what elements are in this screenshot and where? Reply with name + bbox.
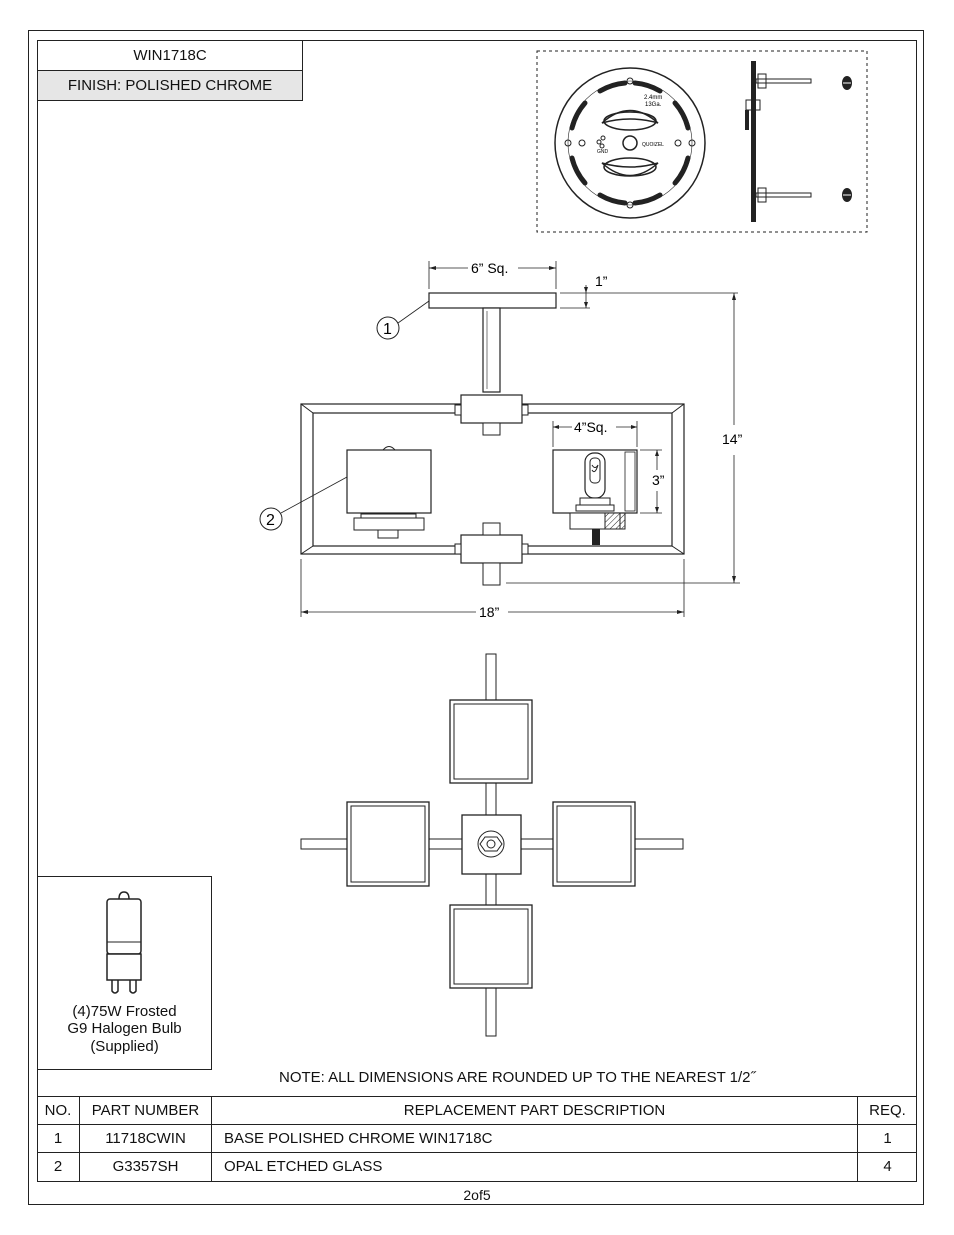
row-2-desc: OPAL ETCHED GLASS [224, 1158, 383, 1175]
dimension-note: NOTE: ALL DIMENSIONS ARE ROUNDED UP TO T… [279, 1069, 756, 1086]
model-label: WIN1718C [37, 40, 303, 71]
header-no: NO. [44, 1102, 72, 1119]
bulb-info-box [37, 876, 212, 1070]
stem [482, 307, 501, 393]
callout-1-text: 1 [383, 321, 392, 338]
finish-text: FINISH: POLISHED CHROME [67, 77, 273, 94]
row-1-req: 1 [883, 1130, 892, 1147]
callout-2-text: 2 [266, 512, 275, 529]
header-req: REQ. [869, 1102, 906, 1119]
halogen-bulb-cutaway-icon [575, 452, 615, 512]
bulb-line-1: (4)75W Frosted [72, 1003, 177, 1020]
left-glass-shade [346, 449, 432, 514]
g9-halogen-bulb-icon [106, 891, 142, 994]
plate-thickness-label: 2.4mm [644, 95, 662, 101]
plate-gauge-label: 13Ga. [645, 102, 662, 108]
canopy-height-dimension: 1” [595, 273, 608, 289]
row-1-no: 1 [53, 1130, 63, 1147]
canopy [428, 292, 557, 309]
header-part-number: PART NUMBER [91, 1102, 200, 1119]
bulb-line-2: G9 Halogen Bulb [67, 1020, 182, 1037]
row-2-req: 4 [883, 1158, 892, 1175]
crossbar-plate-icon: 2.4mm 13Ga. GND QUOIZEL [554, 67, 706, 219]
finish-label: FINISH: POLISHED CHROME [37, 70, 303, 101]
outer-frame [28, 30, 924, 1205]
plate-brand-label: QUOIZEL [642, 142, 664, 148]
overall-height-dimension: 14” [722, 431, 743, 447]
fixture-top-view-drawing [300, 653, 684, 1037]
row-2-no: 2 [53, 1158, 63, 1175]
canopy-width-dimension: 6” Sq. [471, 260, 508, 276]
overall-width-dimension: 18” [479, 604, 500, 620]
callout-2-marker [259, 507, 283, 531]
plate-side-view-icon [745, 61, 852, 222]
header-description: REPLACEMENT PART DESCRIPTION [403, 1102, 666, 1119]
bulb-line-3: (Supplied) [90, 1038, 159, 1055]
glass-width-dimension: 4”Sq. [574, 419, 607, 435]
row-1-desc: BASE POLISHED CHROME WIN1718C [224, 1130, 493, 1147]
callout-1-marker [376, 316, 400, 340]
row-1-part: 11718CWIN [105, 1130, 186, 1147]
plate-gnd-label: GND [597, 149, 609, 155]
row-2-part: G3357SH [112, 1158, 179, 1175]
model-text: WIN1718C [133, 47, 207, 64]
inner-frame [37, 40, 917, 1182]
glass-height-dimension: 3” [652, 472, 665, 488]
mounting-plate-drawing: 2.4mm 13Ga. GND QUOIZEL [536, 50, 868, 233]
page-number: 2of5 [463, 1187, 491, 1203]
fixture-elevation-drawing: 6” Sq. 1” 14” 18” 4”Sq. 3” 1 2 [259, 260, 743, 620]
